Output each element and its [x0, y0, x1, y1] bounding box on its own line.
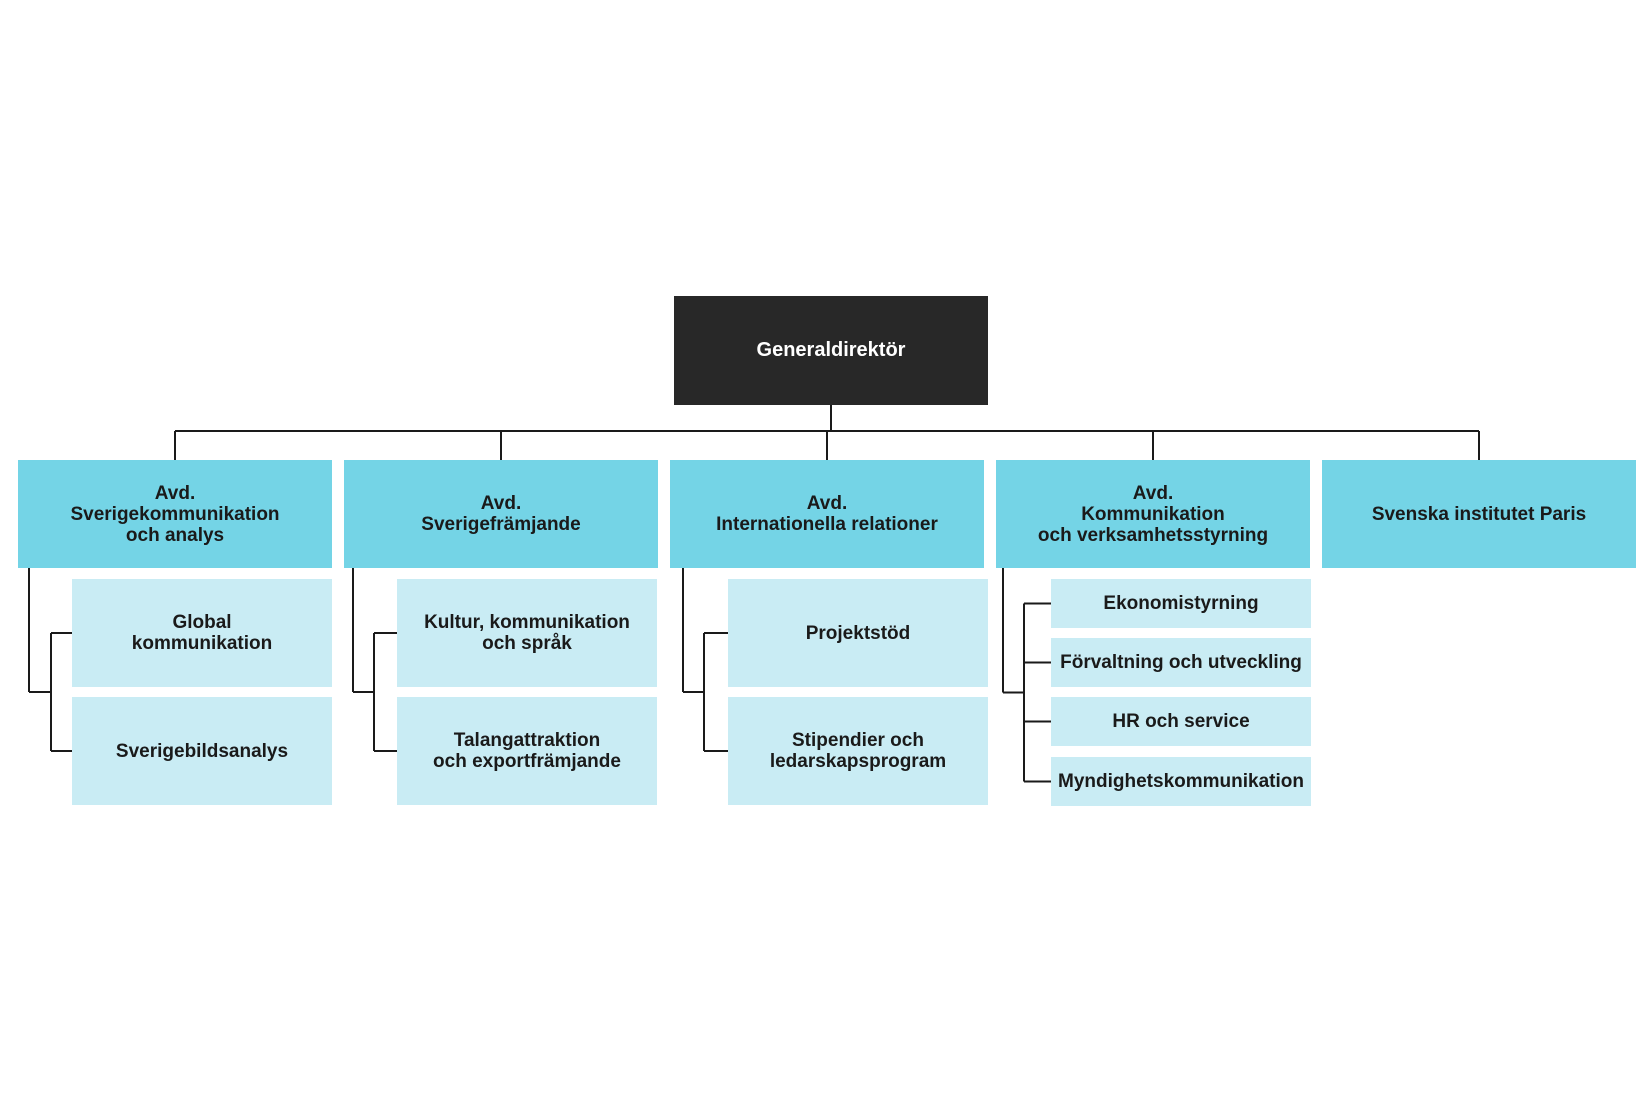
unit-box: Talangattraktion och exportfrämjande [397, 697, 657, 805]
department-box: Avd. Sverigekommunikation och analys [18, 460, 332, 568]
unit-box: Förvaltning och utveckling [1051, 638, 1311, 687]
unit-box: HR och service [1051, 697, 1311, 746]
department-box: Avd. Kommunikation och verksamhetsstyrni… [996, 460, 1310, 568]
unit-box: Global kommunikation [72, 579, 332, 687]
root-box-generaldirektor: Generaldirektör [674, 296, 988, 405]
unit-box: Ekonomistyrning [1051, 579, 1311, 628]
unit-box: Projektstöd [728, 579, 988, 687]
unit-box: Sverigebildsanalys [72, 697, 332, 805]
department-box: Avd. Sverigefrämjande [344, 460, 658, 568]
department-box: Avd. Internationella relationer [670, 460, 984, 568]
unit-box: Kultur, kommunikation och språk [397, 579, 657, 687]
unit-box: Myndighetskommunikation [1051, 757, 1311, 806]
department-box: Svenska institutet Paris [1322, 460, 1636, 568]
unit-box: Stipendier och ledarskapsprogram [728, 697, 988, 805]
